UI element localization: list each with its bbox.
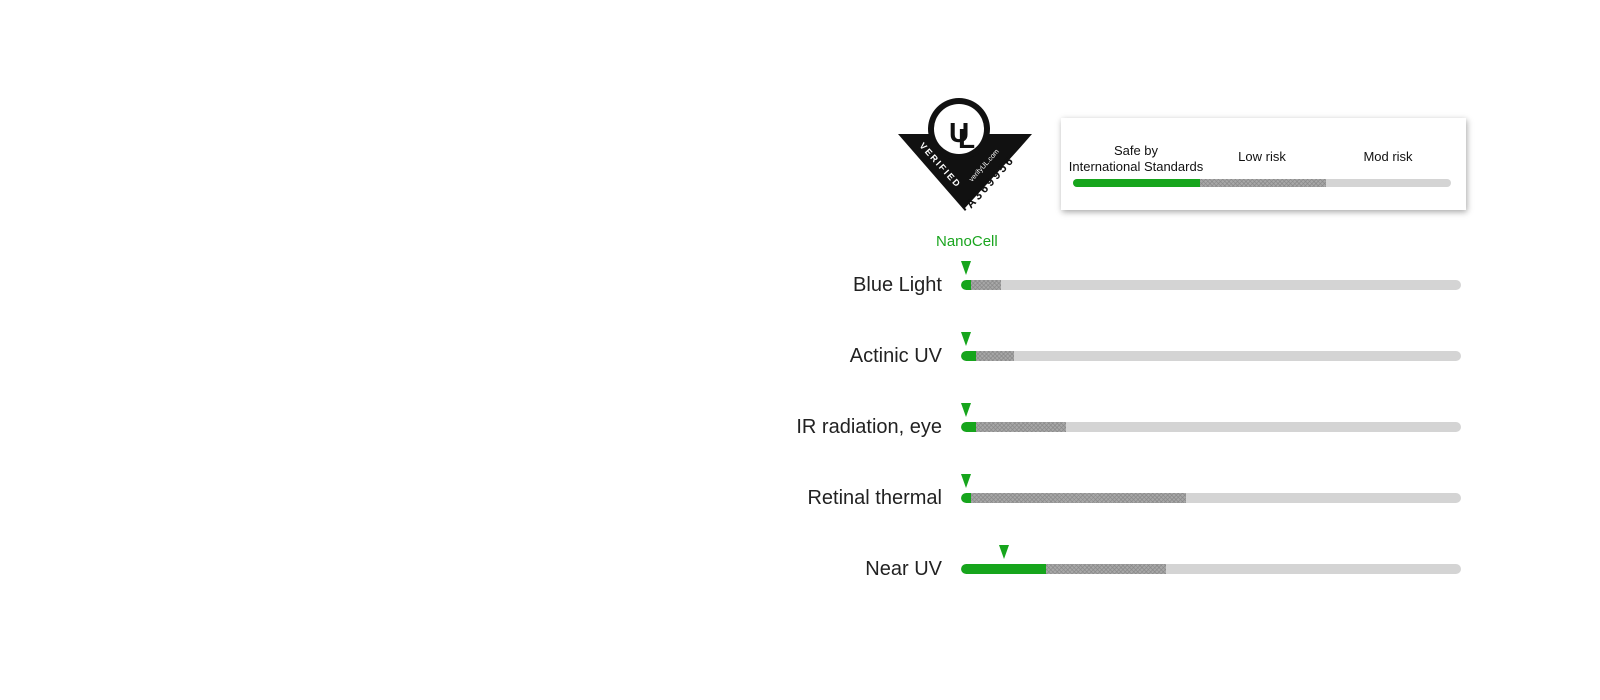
low-risk-segment xyxy=(971,280,1001,290)
risk-bar-track xyxy=(961,422,1461,432)
legend-mod-risk-label: Mod risk xyxy=(1363,149,1413,164)
safe-segment xyxy=(961,564,1046,574)
row-label: Actinic UV xyxy=(849,345,942,367)
safe-segment xyxy=(961,351,976,361)
svg-text:U: U xyxy=(949,117,969,148)
nanocell-marker xyxy=(961,403,971,417)
legend-low-risk-segment xyxy=(1200,179,1326,187)
ul-verified-logo: U L VERIFIED verifyUL.com A369956 xyxy=(898,98,1035,214)
risk-bar-track xyxy=(961,564,1461,574)
nanocell-marker xyxy=(998,545,1009,559)
legend-safe-line2: International Standards xyxy=(1068,159,1204,174)
risk-bar-track xyxy=(961,280,1461,290)
row-label: Retinal thermal xyxy=(807,487,942,509)
legend-low-risk-label: Low risk xyxy=(1238,149,1286,164)
safe-segment xyxy=(961,422,976,432)
low-risk-segment xyxy=(1046,564,1166,574)
series-label: NanoCell xyxy=(936,233,998,250)
nanocell-marker xyxy=(961,332,971,346)
legend-safe-line1: Safe by xyxy=(1113,143,1159,158)
nanocell-marker xyxy=(961,474,971,488)
safe-segment xyxy=(961,280,971,290)
low-risk-segment xyxy=(976,422,1066,432)
legend-safe-segment xyxy=(1073,179,1200,187)
nanocell-marker xyxy=(961,261,971,275)
risk-bar-track xyxy=(961,493,1461,503)
svg-text:L: L xyxy=(958,123,975,154)
risk-legend: Safe by International Standards Low risk… xyxy=(1061,118,1466,210)
row-label: IR radiation, eye xyxy=(796,416,942,438)
legend-safe-label: Safe by International Standards xyxy=(1061,143,1211,175)
low-risk-segment xyxy=(971,493,1186,503)
row-label: Near UV xyxy=(865,558,942,580)
low-risk-segment xyxy=(976,351,1014,361)
safe-segment xyxy=(961,493,971,503)
row-label: Blue Light xyxy=(853,274,942,296)
risk-bar-track xyxy=(961,351,1461,361)
legend-scale-bar xyxy=(1073,179,1451,187)
